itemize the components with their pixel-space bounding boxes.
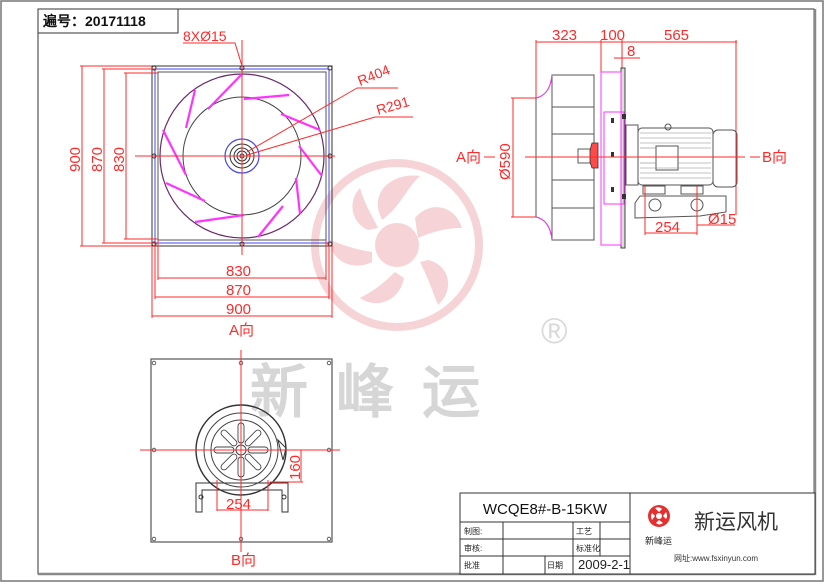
height-dim-870: 870 (89, 147, 106, 172)
company-name: 新运风机 (694, 511, 778, 534)
rear-foot-spacing-dim: 254 (226, 496, 251, 513)
company-small-name: 新峰运 (645, 535, 672, 546)
label-standardization: 标准化 (576, 543, 600, 553)
label-approved: 批准 (464, 560, 480, 570)
watermark-brand-text: 新峰运 (250, 360, 508, 425)
model-number: WCQE8#-B-15KW (483, 501, 608, 518)
arrow-label-b: B向 (762, 149, 787, 166)
registered-mark: ® (541, 310, 568, 351)
side-view: 323 100 565 8 (456, 27, 787, 249)
height-dim-830: 830 (111, 147, 128, 172)
label-date: 日期 (547, 561, 563, 570)
foot-hole-dim: Ø15 (708, 211, 736, 228)
title-block: WCQE8#-B-15KW 制图: 工艺 审核: 标准化 批准 日期 2009-… (459, 492, 816, 575)
width-dim-900: 900 (226, 301, 251, 318)
width-dim-870: 870 (226, 282, 251, 299)
outer-radius-label: R404 (355, 61, 392, 88)
dim-323: 323 (552, 27, 577, 44)
inlet-diameter-dim: Ø590 (497, 143, 514, 180)
dim-565: 565 (664, 27, 689, 44)
watermark-fan-logo (311, 159, 483, 331)
date-value: 2009-2-1 (578, 557, 630, 572)
foot-spacing-dim: 254 (655, 219, 680, 236)
view-label-b: B向 (231, 552, 256, 569)
serial-number: 遍号：20171118 (42, 13, 146, 29)
view-label-a: A向 (229, 322, 254, 339)
company-logo-icon (648, 505, 670, 527)
label-checked-by: 审核: (464, 543, 482, 553)
serial-number-box: 遍号：20171118 (37, 8, 179, 34)
arrow-label-a: A向 (456, 149, 481, 166)
center-height-dim: 160 (287, 455, 304, 480)
company-website: 网址:www.fsxinyun.com (674, 553, 758, 563)
inner-radius-label: R291 (374, 93, 411, 118)
dim-plate-8: 8 (627, 43, 635, 60)
label-process: 工艺 (576, 527, 592, 536)
front-view: 8XØ15 R404 R291 900 870 830 830 870 900 … (67, 28, 413, 339)
rear-view: 254 160 B向 (140, 350, 340, 569)
width-dim-830: 830 (226, 263, 251, 280)
height-dim-900: 900 (67, 147, 84, 172)
label-drawn-by: 制图: (464, 526, 482, 536)
dim-100: 100 (600, 27, 625, 44)
bolt-hole-label: 8XØ15 (183, 28, 227, 44)
